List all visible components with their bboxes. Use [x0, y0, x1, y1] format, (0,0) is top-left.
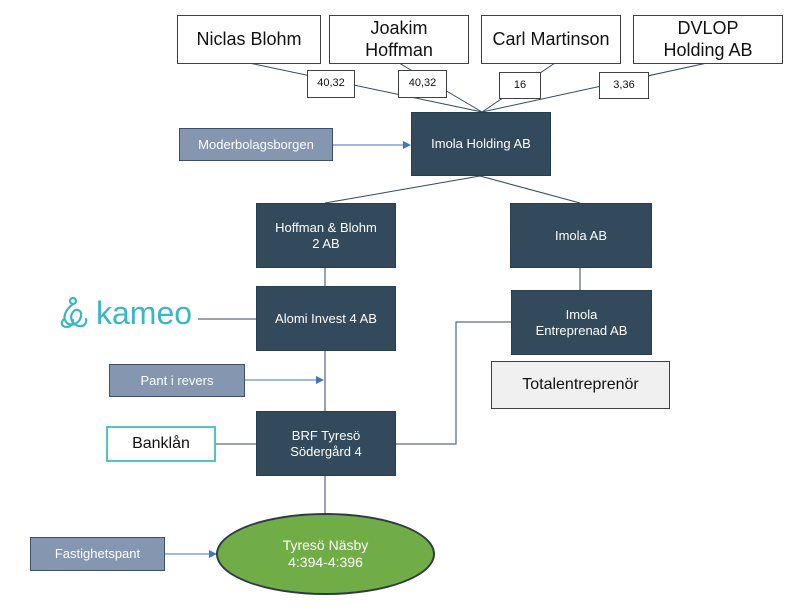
node-imola-holding: Imola Holding AB — [411, 112, 551, 176]
node-brf-tyreso: BRF Tyresö Södergård 4 — [256, 411, 396, 476]
share-label-joakim: 40,32 — [398, 70, 447, 98]
share-label-niclas: 40,32 — [307, 70, 355, 98]
owner-dvlop-holding: DVLOP Holding AB — [633, 15, 783, 64]
node-pant-i-revers: Pant i revers — [109, 364, 245, 397]
node-alomi-invest: Alomi Invest 4 AB — [256, 286, 396, 351]
owner-line-4 — [481, 62, 708, 113]
share-label-carl: 16 — [499, 72, 541, 99]
node-hoffman-blohm: Hoffman & Blohm 2 AB — [256, 203, 396, 268]
owner-line-1 — [248, 62, 483, 113]
node-banklan: Banklån — [106, 426, 216, 462]
node-fastighetspant: Fastighetspant — [30, 537, 165, 571]
brf-to-entreprenad — [396, 321, 511, 445]
node-imola-entreprenad: Imola Entreprenad AB — [511, 290, 652, 355]
node-totalentreprenor: Totalentreprenör — [491, 361, 670, 409]
kameo-logo: kameo — [56, 292, 196, 334]
owner-joakim-hoffman: Joakim Hoffman — [329, 15, 469, 64]
owner-carl-martinson: Carl Martinson — [481, 15, 621, 64]
holding-to-imola-ab — [479, 175, 581, 204]
holding-to-hb — [324, 175, 481, 204]
kameo-knot-icon — [60, 296, 88, 329]
kameo-logo-text: kameo — [96, 294, 193, 331]
node-imola-ab: Imola AB — [510, 203, 652, 268]
share-label-dvlop: 3,36 — [599, 72, 649, 99]
node-moderbolagsborgen: Moderbolagsborgen — [179, 128, 333, 161]
node-property-tyreso-nasby: Tyresö Näsby 4:394-4:396 — [216, 513, 435, 595]
owner-niclas-blohm: Niclas Blohm — [177, 15, 321, 64]
